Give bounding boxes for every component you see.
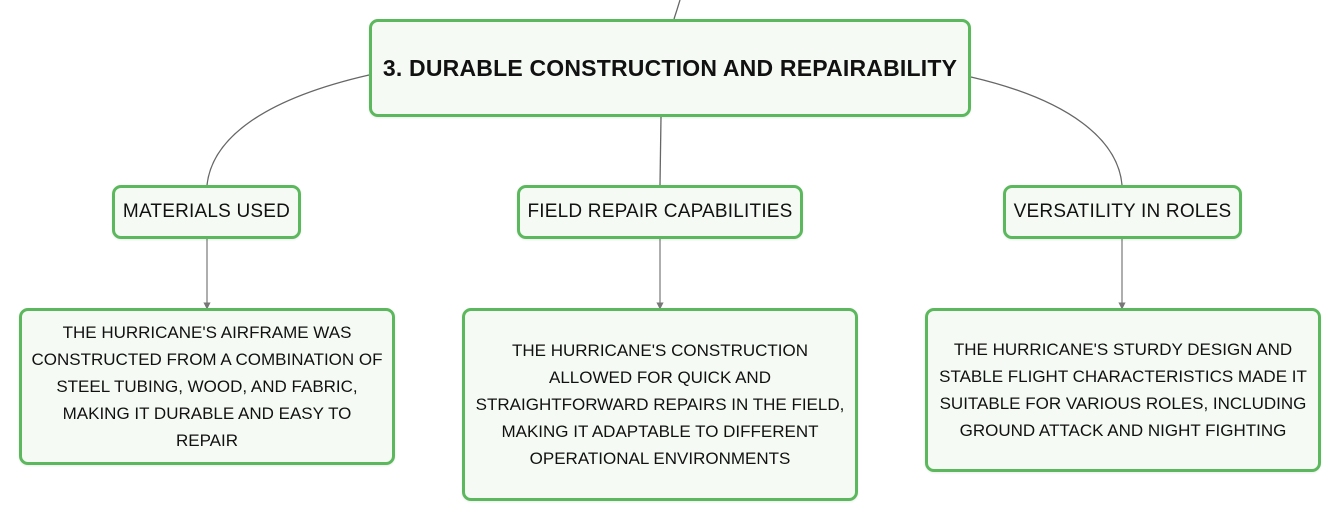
detail-node-field-repair-capabilities[interactable]: THE HURRICANE'S CONSTRUCTION ALLOWED FOR… [462,308,858,501]
connector-root-versatility [970,76,1123,186]
topic-node-materials-used[interactable]: MATERIALS USED [112,185,301,239]
topic-node-versatility-in-roles[interactable]: VERSATILITY IN ROLES [1003,185,1242,239]
connector-parent [673,0,681,20]
root-node[interactable]: 3. DURABLE CONSTRUCTION AND REPAIRABILIT… [369,19,971,117]
connector-root-materials [206,74,370,186]
topic-label: VERSATILITY IN ROLES [1013,201,1232,222]
detail-text: THE HURRICANE'S CONSTRUCTION ALLOWED FOR… [475,341,845,468]
topic-label: FIELD REPAIR CAPABILITIES [527,201,793,222]
root-node-label: 3. DURABLE CONSTRUCTION AND REPAIRABILIT… [382,54,958,81]
detail-text: THE HURRICANE'S STURDY DESIGN AND STABLE… [939,340,1307,440]
connector-root-field [659,116,662,186]
detail-node-materials-used[interactable]: THE HURRICANE'S AIRFRAME WAS CONSTRUCTED… [19,308,395,465]
detail-node-versatility-in-roles[interactable]: THE HURRICANE'S STURDY DESIGN AND STABLE… [925,308,1321,472]
topic-label: MATERIALS USED [122,201,291,222]
topic-node-field-repair-capabilities[interactable]: FIELD REPAIR CAPABILITIES [517,185,803,239]
detail-text: THE HURRICANE'S AIRFRAME WAS CONSTRUCTED… [31,323,383,450]
